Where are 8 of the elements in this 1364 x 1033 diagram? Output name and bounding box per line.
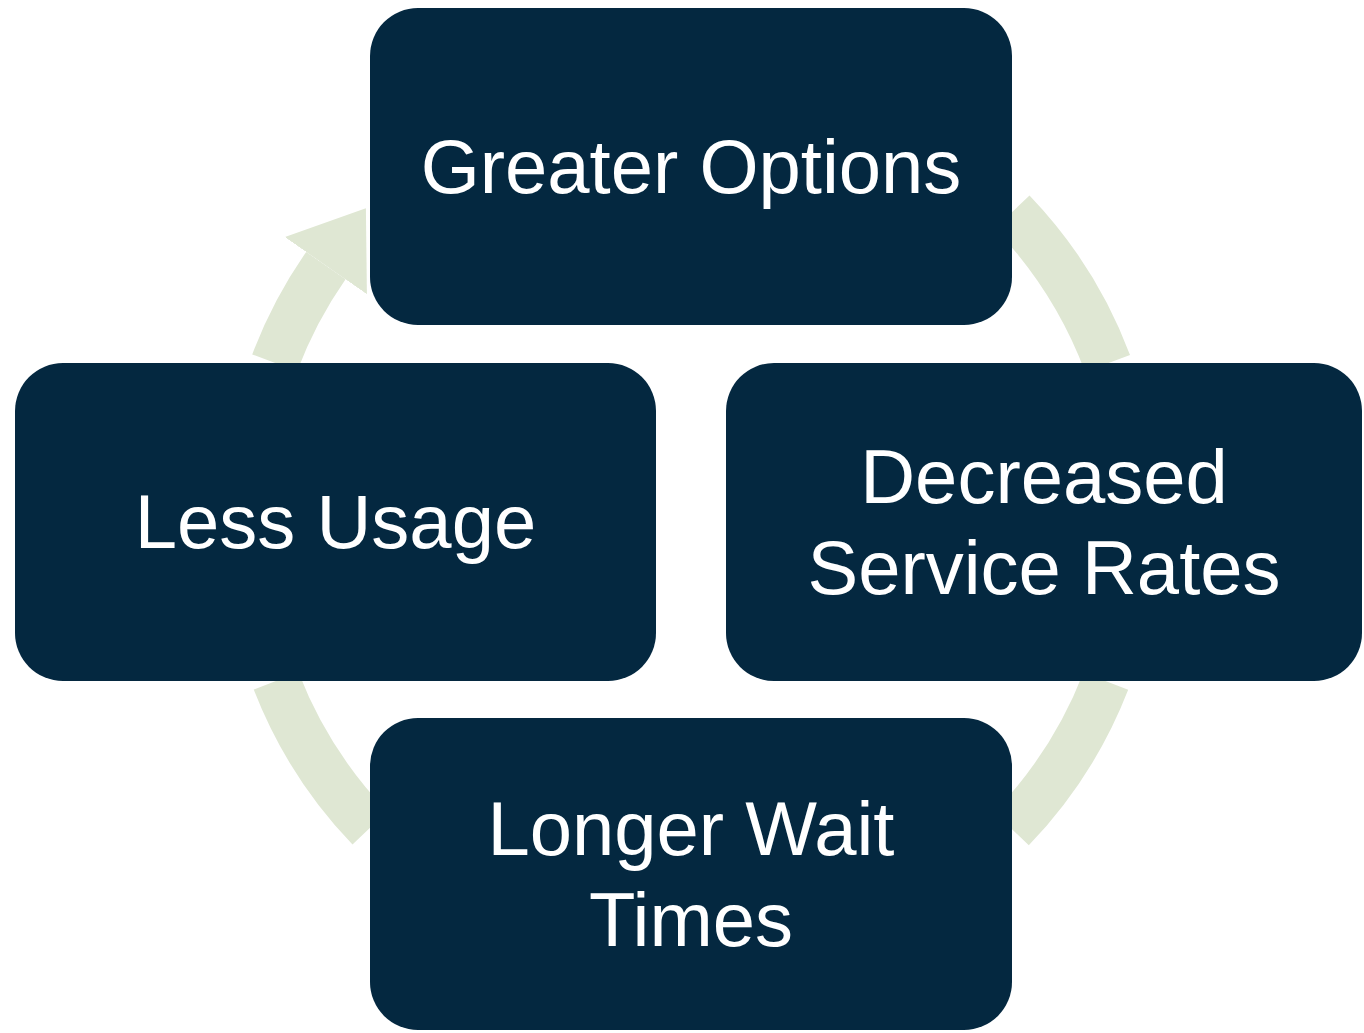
- process-box: [15, 363, 656, 681]
- box-label: Longer Wait Times: [486, 784, 896, 964]
- process-box: [726, 363, 1362, 681]
- process-box: [370, 718, 1012, 1030]
- process-box: [370, 8, 1012, 325]
- box-label: Decreased Service Rates: [806, 432, 1282, 612]
- box-label: Less Usage: [134, 478, 537, 567]
- box-label: Greater Options: [420, 122, 962, 211]
